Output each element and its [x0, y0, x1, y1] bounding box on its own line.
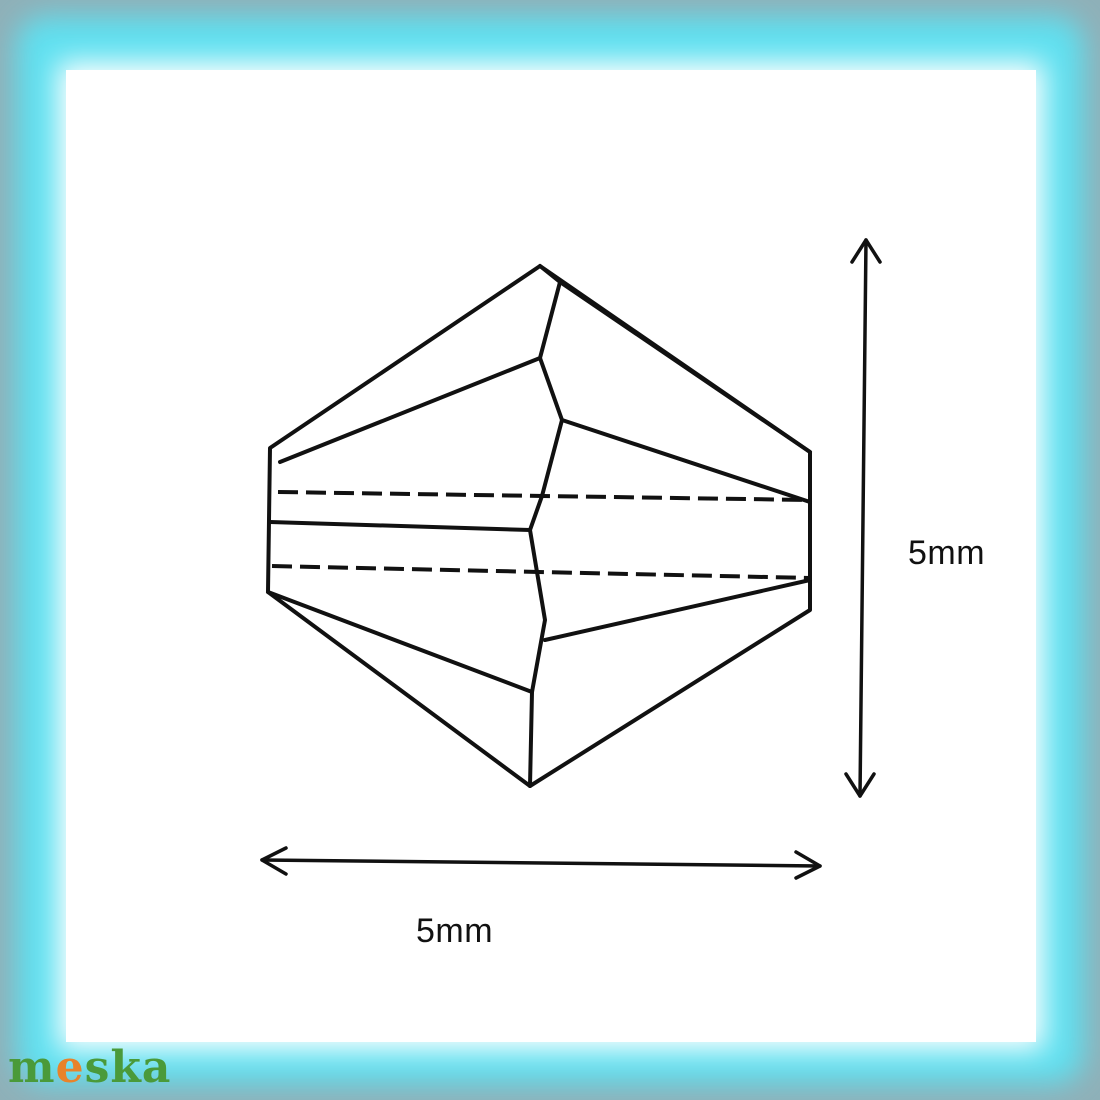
facet-middle-line	[268, 520, 532, 532]
facet-lower-right	[543, 578, 812, 642]
width-label: 5mm	[416, 912, 494, 950]
facet-top-right	[558, 280, 812, 454]
facet-lower-left	[266, 590, 534, 694]
facet-upper-left	[278, 356, 542, 464]
bore-line-bottom	[271, 564, 811, 580]
height-dimension-arrow	[844, 238, 882, 798]
meska-logo: meska	[8, 1042, 172, 1093]
facet-upper-right	[560, 418, 812, 504]
width-dimension-arrow	[260, 846, 822, 880]
bore-line-top	[277, 490, 811, 502]
facet-center-line	[528, 264, 564, 788]
height-label: 5mm	[908, 534, 986, 572]
